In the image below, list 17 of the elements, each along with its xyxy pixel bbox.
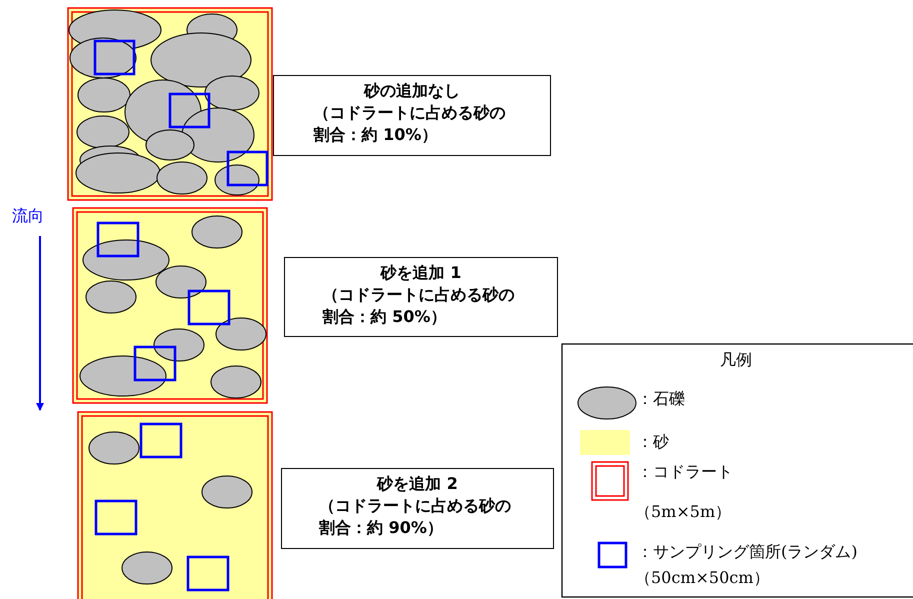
legend-text: （5m×5m） <box>635 502 732 523</box>
heading: 砂を追加 2 <box>376 473 459 495</box>
note-text: （コドラートに占める砂の割合：約 10%） <box>312 102 507 146</box>
heading: 砂を追加 1 <box>379 262 462 284</box>
legend-text: ：石礫 <box>637 389 685 410</box>
text-box <box>284 257 558 337</box>
legend-text: （50cm×50cm） <box>635 568 770 589</box>
heading: 砂の追加なし <box>362 80 461 102</box>
legend-title: 凡例 <box>720 350 752 371</box>
legend-text: ：砂 <box>637 432 669 453</box>
direction-label: 流向 <box>12 206 44 227</box>
text-box <box>281 468 554 549</box>
note-text: （コドラートに占める砂の割合：約 90%） <box>318 495 512 539</box>
legend-text: ：コドラート <box>637 462 733 483</box>
note-text: （コドラートに占める砂の割合：約 50%） <box>322 284 516 328</box>
legend-text: ：サンプリング箇所(ランダム) <box>637 542 858 563</box>
text-box <box>273 75 551 156</box>
